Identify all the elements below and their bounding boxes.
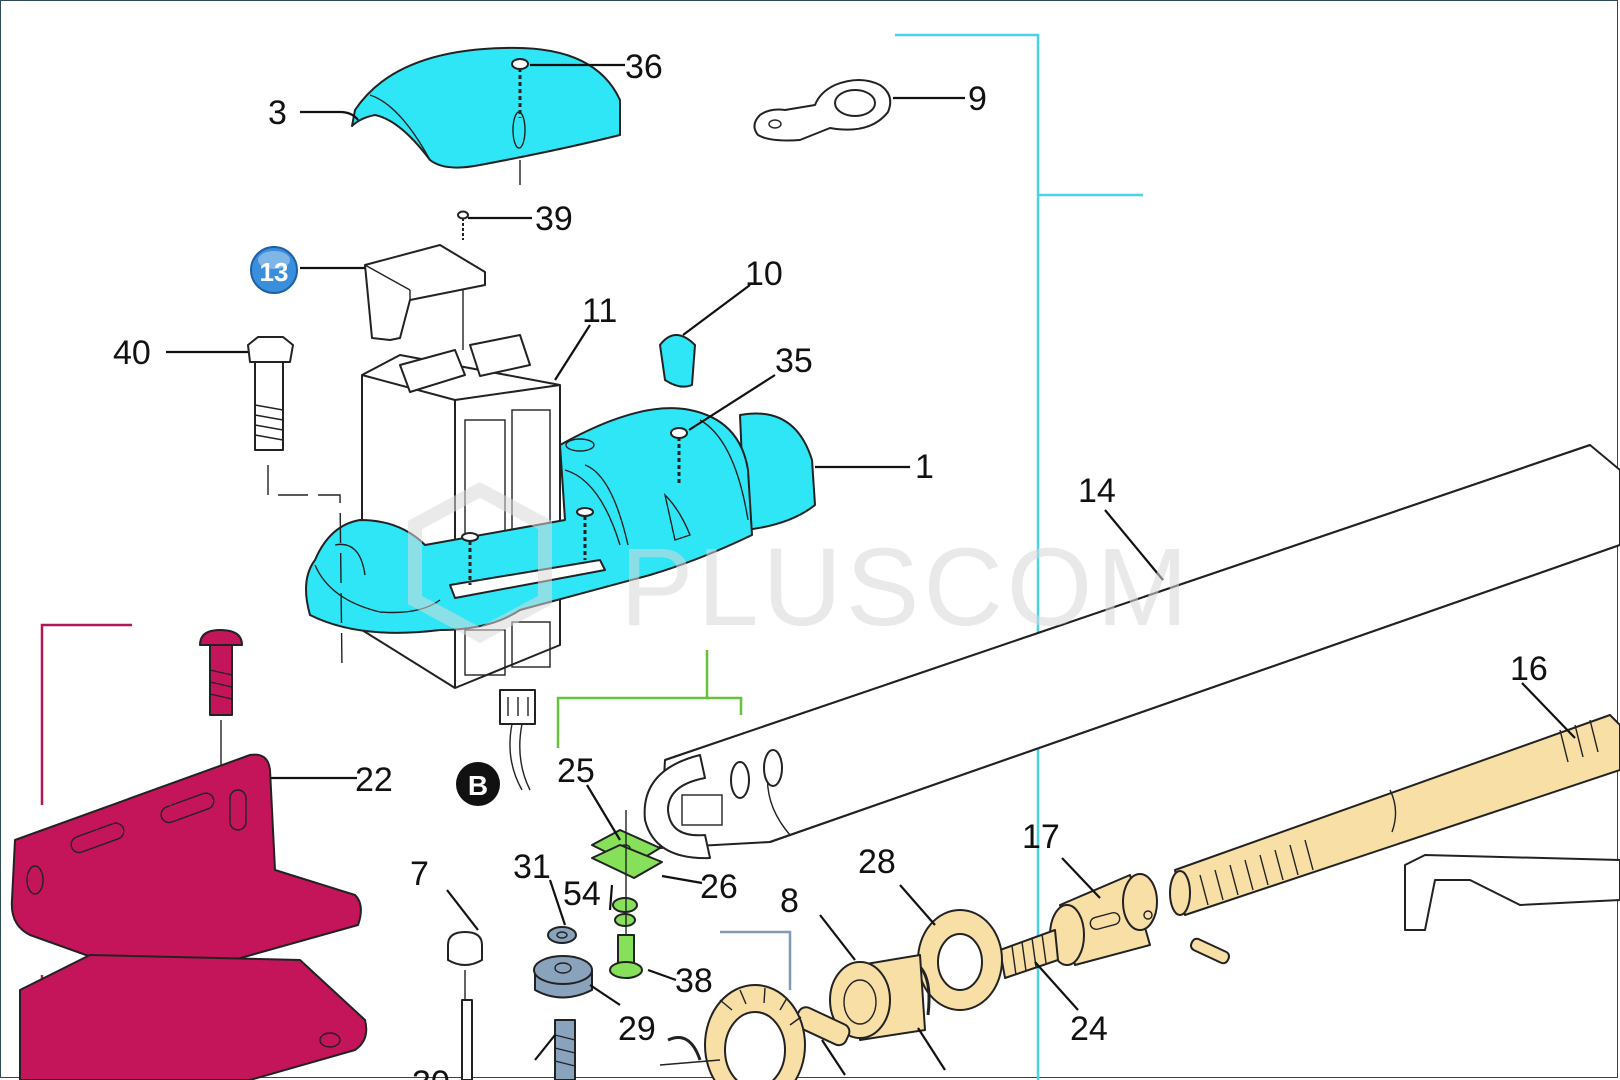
green-group-bracket (556, 650, 743, 748)
cap-part-10 (659, 334, 696, 388)
label-54: 54 (563, 875, 601, 913)
label-30: 30 (412, 1064, 450, 1080)
spring-part-24 (999, 929, 1059, 979)
watermark-text: PLUSCOM (620, 526, 1192, 649)
label-3: 3 (268, 94, 287, 132)
watermark-logo (408, 482, 552, 643)
screw-part-35 (663, 427, 691, 541)
connector-plug (499, 689, 536, 791)
label-14: 14 (1078, 472, 1116, 510)
badge-13: 13 (250, 246, 298, 294)
circlip-near-gear (667, 1036, 702, 1061)
label-24: 24 (1070, 1010, 1108, 1048)
label-36: 36 (625, 48, 663, 86)
label-10: 10 (745, 255, 783, 293)
steel-group-bracket (720, 930, 792, 990)
washer-part-31 (547, 926, 577, 944)
housing-screws (461, 507, 594, 585)
top-cover-part-3 (351, 46, 621, 169)
label-39: 39 (535, 200, 573, 238)
badge-13-text: 13 (260, 257, 289, 287)
nipple-part-7 (447, 931, 483, 1080)
callout-labels: 3 36 9 39 10 11 40 35 1 14 16 22 25 26 3… (113, 48, 1548, 1080)
label-26: 26 (700, 868, 738, 906)
bolt-part-40 (247, 336, 343, 671)
label-17: 17 (1022, 818, 1060, 856)
release-key-part-9 (753, 79, 892, 142)
mounting-bracket-part-22 (10, 753, 368, 1080)
bearing-part-28 (917, 909, 1003, 1011)
label-1: 1 (915, 448, 934, 486)
support-bracket-fragment (1404, 854, 1620, 931)
label-22: 22 (355, 761, 393, 799)
washer-part-54 (612, 897, 638, 927)
label-7: 7 (410, 855, 429, 893)
bearing-part-29 (533, 955, 593, 999)
screw-part-38 (609, 810, 643, 979)
label-38: 38 (675, 962, 713, 1000)
label-29: 29 (618, 1010, 656, 1048)
label-40: 40 (113, 334, 151, 372)
label-11: 11 (582, 292, 617, 330)
bushing-part-8 (794, 954, 926, 1047)
label-35: 35 (775, 342, 813, 380)
tube-part-14 (643, 444, 1620, 860)
threaded-pin (554, 1019, 576, 1080)
label-28: 28 (858, 843, 896, 881)
label-25: 25 (557, 752, 595, 790)
label-31: 31 (513, 848, 551, 886)
gear-axle (659, 1059, 721, 1066)
label-16: 16 (1510, 650, 1548, 688)
leader-lines (166, 63, 1576, 1076)
terminal-cover-part-13 (364, 244, 486, 341)
marker-b-text: B (468, 770, 488, 801)
plate-part-26 (591, 844, 663, 879)
screw-part-36 (511, 58, 529, 185)
label-8: 8 (780, 882, 799, 920)
gear-wheel (704, 984, 806, 1080)
threaded-shaft-part-16 (1169, 714, 1620, 916)
coupling-part-17 (1049, 873, 1231, 966)
label-9: 9 (968, 80, 987, 118)
marker-b: B (456, 762, 500, 806)
